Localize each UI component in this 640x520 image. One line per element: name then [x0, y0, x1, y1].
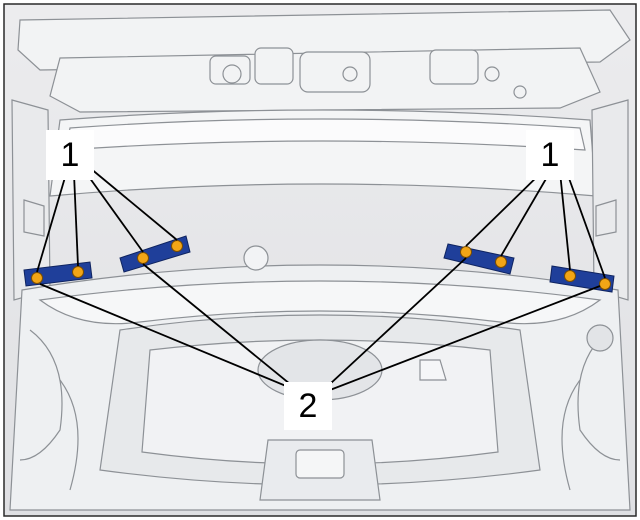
fastener-8: [599, 278, 611, 290]
leader-2-d: [329, 285, 601, 391]
leader-1-b: [73, 173, 79, 267]
upper-cross-member: [17, 9, 631, 113]
leader-1r-a: [465, 169, 545, 247]
fastener-icon: [31, 240, 611, 290]
leader-2-c: [329, 257, 467, 385]
leader-1-d: [89, 167, 178, 241]
fastener-3: [137, 252, 149, 264]
fastener-1: [31, 272, 43, 284]
leader-1r-b: [500, 171, 551, 257]
rear-panel: [9, 245, 631, 511]
callout-1-right: 1: [526, 130, 574, 180]
fastener-2: [72, 266, 84, 278]
callout-1-left: 1: [46, 130, 94, 180]
leader-1-c: [83, 169, 144, 253]
leader-1r-d: [565, 169, 606, 279]
fastener-5: [460, 246, 472, 258]
leader-1r-c: [559, 171, 571, 271]
fastener-6: [495, 256, 507, 268]
leader-lines: [36, 167, 606, 391]
leader-1-a: [36, 173, 67, 273]
fastener-7: [564, 270, 576, 282]
side-pillars: [11, 99, 629, 301]
fastener-4: [171, 240, 183, 252]
main-beam: [49, 109, 597, 197]
callout-2: 2: [284, 382, 332, 430]
leader-2-a: [39, 283, 287, 387]
leader-2-b: [142, 263, 291, 385]
